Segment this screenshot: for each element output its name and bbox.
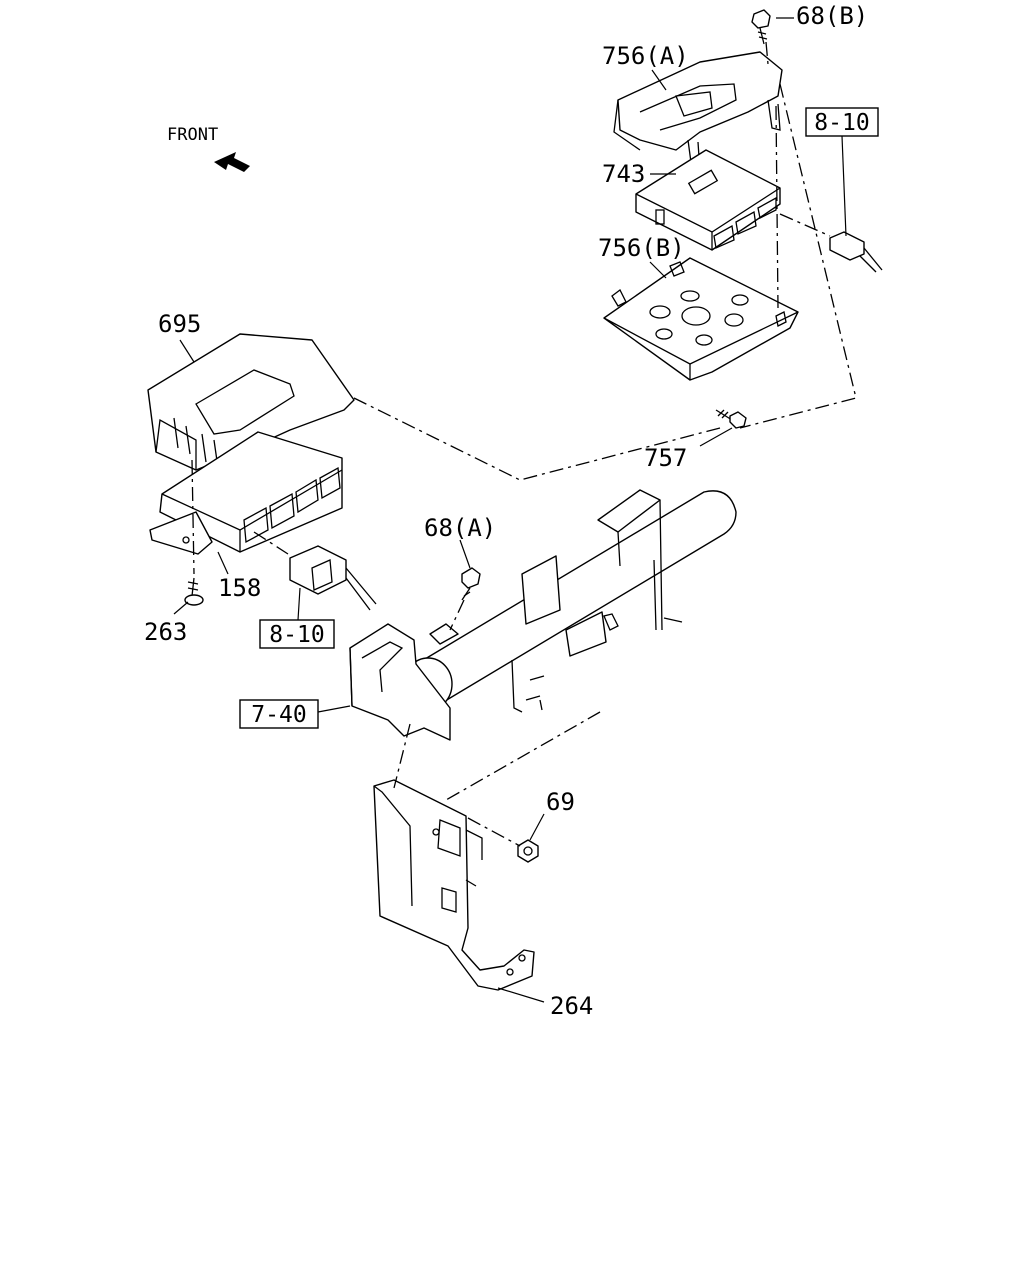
assembly-lines (191, 41, 857, 847)
front-indicator: FRONT (167, 125, 250, 172)
callout-695: 695 (158, 310, 201, 338)
leader-lines (173, 17, 847, 1003)
ref-label-bracket: 7-40 (251, 702, 306, 728)
screw-263 (184, 577, 204, 606)
callout-756b: 756(B) (598, 234, 685, 262)
reference-box-left[interactable]: 8-10 (259, 619, 335, 649)
front-arrow-icon (214, 152, 250, 172)
bracket-7-40 (349, 623, 451, 741)
module-158 (149, 431, 343, 555)
ref-label-top-right: 8-10 (814, 110, 869, 136)
callout-757: 757 (644, 444, 687, 472)
callout-68b: 68(B) (796, 2, 868, 30)
upper-bracket-756a (613, 51, 783, 173)
callout-263: 263 (144, 618, 187, 646)
lower-bracket-756b (603, 257, 799, 381)
front-label: FRONT (167, 125, 218, 145)
bolt-757 (715, 409, 747, 429)
callout-756a: 756(A) (602, 42, 689, 70)
module-743 (635, 149, 781, 251)
bracket-695 (147, 333, 355, 471)
nut-69 (517, 839, 539, 863)
connector-8-10-left (289, 545, 377, 611)
connector-8-10-right (829, 231, 883, 273)
callout-158: 158 (218, 574, 261, 602)
support-bracket-264 (373, 779, 535, 991)
ref-label-left: 8-10 (269, 622, 324, 648)
callout-69: 69 (546, 788, 575, 816)
callout-743: 743 (602, 160, 645, 188)
callout-68a: 68(A) (424, 514, 496, 542)
reference-box-top-right[interactable]: 8-10 (805, 107, 879, 137)
reference-box-bracket[interactable]: 7-40 (239, 699, 319, 729)
bolt-68b (751, 9, 771, 45)
callouts: 68(B) 756(A) 743 756(B) 695 757 68(A) 15… (144, 2, 868, 1020)
callout-264: 264 (550, 992, 593, 1020)
